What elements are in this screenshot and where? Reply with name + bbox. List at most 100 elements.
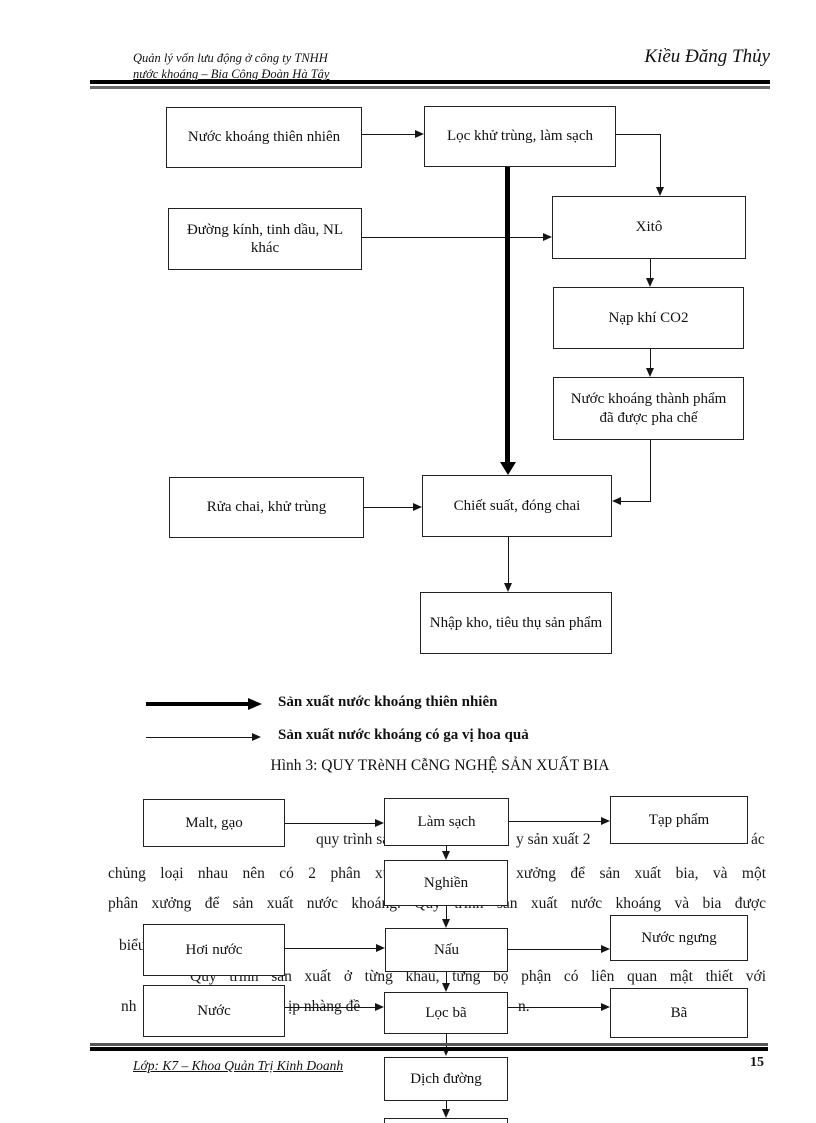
arrow-hoinuoc-to-nau-head bbox=[376, 943, 385, 952]
arrow-lamsach-to-tappham-line bbox=[509, 821, 601, 823]
node-malt-gao: Malt, gạo bbox=[143, 799, 285, 847]
legend-thick-label: Sản xuất nước khoáng thiên nhiên bbox=[278, 694, 498, 710]
body-text-line6-frag3: n. bbox=[518, 998, 530, 1016]
node-dich-duong: Dịch đường bbox=[384, 1057, 508, 1101]
footer-rule-top bbox=[90, 1043, 768, 1046]
node-label: Nước bbox=[197, 1002, 231, 1019]
node-label: Bã bbox=[670, 1004, 688, 1021]
arrow-lamsach-to-tappham-head bbox=[601, 816, 610, 825]
node-duong-kinh: Đường kính, tinh dầu, NL khác bbox=[168, 208, 362, 270]
body-text-line5: Quy trình sản xuất ở từng khâu, từng bộ … bbox=[190, 968, 766, 985]
arrow-napkhi-to-thanhpham-line bbox=[650, 349, 652, 368]
arrow-locba-to-dichduong-line bbox=[446, 1034, 448, 1047]
node-label: Hơi nước bbox=[185, 941, 243, 958]
arrow-nau-to-nuocngung-head bbox=[601, 944, 610, 953]
node-nuoc-ngung: Nước ngưng bbox=[610, 915, 748, 961]
arrow-nau-to-locba-line bbox=[446, 972, 448, 983]
node-label: Nước khoáng thiên nhiên bbox=[187, 129, 341, 146]
thick-arrow-loc-to-chietsuat-head bbox=[499, 462, 516, 475]
node-bottom-cutoff bbox=[384, 1118, 508, 1123]
arrow-xito-to-napkhi-line bbox=[650, 259, 652, 278]
arrow-locba-to-ba-line bbox=[508, 1007, 601, 1009]
node-nau: Nấu bbox=[385, 928, 508, 972]
arrow-ruachai-to-chietsuat-line bbox=[364, 507, 413, 509]
node-hoi-nuoc: Hơi nước bbox=[143, 924, 285, 976]
body-text-line1-frag2: y sản xuất 2 bbox=[516, 831, 591, 848]
node-loc-ba: Lọc bã bbox=[384, 992, 508, 1034]
body-text-line1-frag1: quy trình sản bbox=[316, 831, 397, 848]
node-nuoc: Nước bbox=[143, 985, 285, 1037]
body-text-line6-frag1: nh bbox=[121, 998, 137, 1015]
header-running-title: Quản lý vốn lưu động ở công ty TNHH nước… bbox=[133, 50, 329, 83]
node-label: Nước ngưng bbox=[641, 929, 717, 946]
arrow-nuoc-to-locba-line bbox=[285, 1007, 375, 1009]
node-label: Làm sạch bbox=[417, 813, 476, 830]
thick-arrow-loc-to-chietsuat-line bbox=[505, 167, 510, 462]
node-loc-khu-trung: Lọc khử trùng, làm sạch bbox=[424, 106, 616, 167]
legend-thin-label: Sản xuất nước khoáng có ga vị hoa quả bbox=[278, 727, 529, 743]
arrow-loc-to-xito-line-v bbox=[660, 134, 662, 187]
arrow-nau-to-nuocngung-line bbox=[508, 949, 601, 951]
node-label: Dịch đường bbox=[410, 1070, 482, 1087]
node-tap-pham: Tạp phẩm bbox=[610, 796, 748, 844]
arrow-xito-to-napkhi-head bbox=[645, 278, 654, 287]
header-rule-top bbox=[90, 80, 770, 84]
node-label: Rửa chai, khử trùng bbox=[206, 499, 327, 516]
body-text-line1-frag3: ác bbox=[751, 831, 765, 848]
node-nuoc-khoang-thien-nhien: Nước khoáng thiên nhiên bbox=[166, 107, 362, 168]
node-label: Nấu bbox=[434, 941, 459, 958]
node-ba: Bã bbox=[610, 988, 748, 1038]
arrow-nghien-to-nau-head bbox=[441, 919, 450, 928]
node-label: Xitô bbox=[635, 219, 663, 236]
header-rule-bottom bbox=[90, 86, 770, 89]
node-nap-khi-co2: Nạp khí CO2 bbox=[553, 287, 744, 349]
legend-thin-arrow-line bbox=[146, 737, 252, 739]
node-label: Đường kính, tinh dầu, NL khác bbox=[186, 221, 344, 256]
footer-class-text: Lớp: K7 – Khoa Quản Trị Kinh Doanh bbox=[133, 1058, 344, 1073]
node-chiet-suat: Chiết suất, đóng chai bbox=[422, 475, 612, 537]
node-label: Nạp khí CO2 bbox=[608, 309, 689, 326]
header-title-line2: nước khoáng – Bia Công Đoàn Hà Tây bbox=[133, 67, 330, 82]
arrow-chietsuat-to-nhapkho-line bbox=[508, 537, 510, 583]
arrow-dichduong-down-line bbox=[446, 1101, 448, 1109]
node-nghien: Nghiền bbox=[384, 860, 508, 906]
node-label: Chiết suất, đóng chai bbox=[453, 497, 581, 514]
arrow-locba-to-ba-head bbox=[601, 1002, 610, 1011]
arrow-ruachai-to-chietsuat-head bbox=[413, 502, 422, 511]
arrow-duongkinh-to-xito-line bbox=[362, 237, 543, 239]
arrow-nau-to-locba-head bbox=[441, 983, 450, 992]
arrow-dichduong-down-head bbox=[441, 1109, 450, 1118]
arrow-loc-to-xito-head bbox=[656, 187, 664, 196]
arrow-malt-to-lamsach-line bbox=[285, 823, 375, 825]
legend-thick-arrow-head bbox=[248, 697, 262, 710]
arrow-nuockhoang-to-loc-line bbox=[362, 134, 415, 136]
node-nhap-kho: Nhập kho, tiêu thụ sản phẩm bbox=[420, 592, 612, 654]
footer-rule-bottom bbox=[90, 1047, 768, 1051]
node-rua-chai: Rửa chai, khử trùng bbox=[169, 477, 364, 538]
arrow-loc-to-xito-line-h bbox=[616, 134, 661, 136]
node-label: Nghiền bbox=[423, 874, 469, 891]
header-title-line1: Quản lý vốn lưu động ở công ty TNHH bbox=[133, 51, 328, 65]
node-label: Lọc bã bbox=[425, 1004, 467, 1021]
figure-caption: Hình 3: QUY TRèNH CễNG NGHỆ SẢN XUẤT BIA bbox=[270, 757, 610, 774]
arrow-lamsach-to-nghien-line bbox=[446, 846, 448, 852]
arrow-malt-to-lamsach-head bbox=[375, 818, 384, 827]
arrow-napkhi-to-thanhpham-head bbox=[645, 368, 654, 377]
body-text-line6-frag2: ịp nhàng đề bbox=[288, 998, 361, 1015]
node-lam-sach: Làm sạch bbox=[384, 798, 509, 846]
arrow-chietsuat-to-nhapkho-head bbox=[503, 583, 512, 592]
arrow-thanhpham-to-chietsuat-head bbox=[612, 497, 621, 505]
node-label: Malt, gạo bbox=[185, 814, 243, 831]
header-author: Kiều Đăng Thủy bbox=[644, 46, 770, 67]
node-label: Nước khoáng thành phẩm đã được pha chế bbox=[570, 391, 727, 426]
node-label: Lọc khử trùng, làm sạch bbox=[446, 128, 593, 145]
arrow-lamsach-to-nghien-head bbox=[441, 851, 450, 860]
node-label: Tạp phẩm bbox=[648, 811, 710, 828]
arrow-nuoc-to-locba-head bbox=[375, 1002, 384, 1011]
legend-thin-arrow-head bbox=[252, 732, 261, 741]
legend-thick-arrow-line bbox=[146, 702, 248, 706]
arrow-thanhpham-to-chietsuat-line-v bbox=[650, 440, 652, 502]
arrow-nghien-to-nau-line bbox=[446, 906, 448, 919]
node-xito: Xitô bbox=[552, 196, 746, 259]
